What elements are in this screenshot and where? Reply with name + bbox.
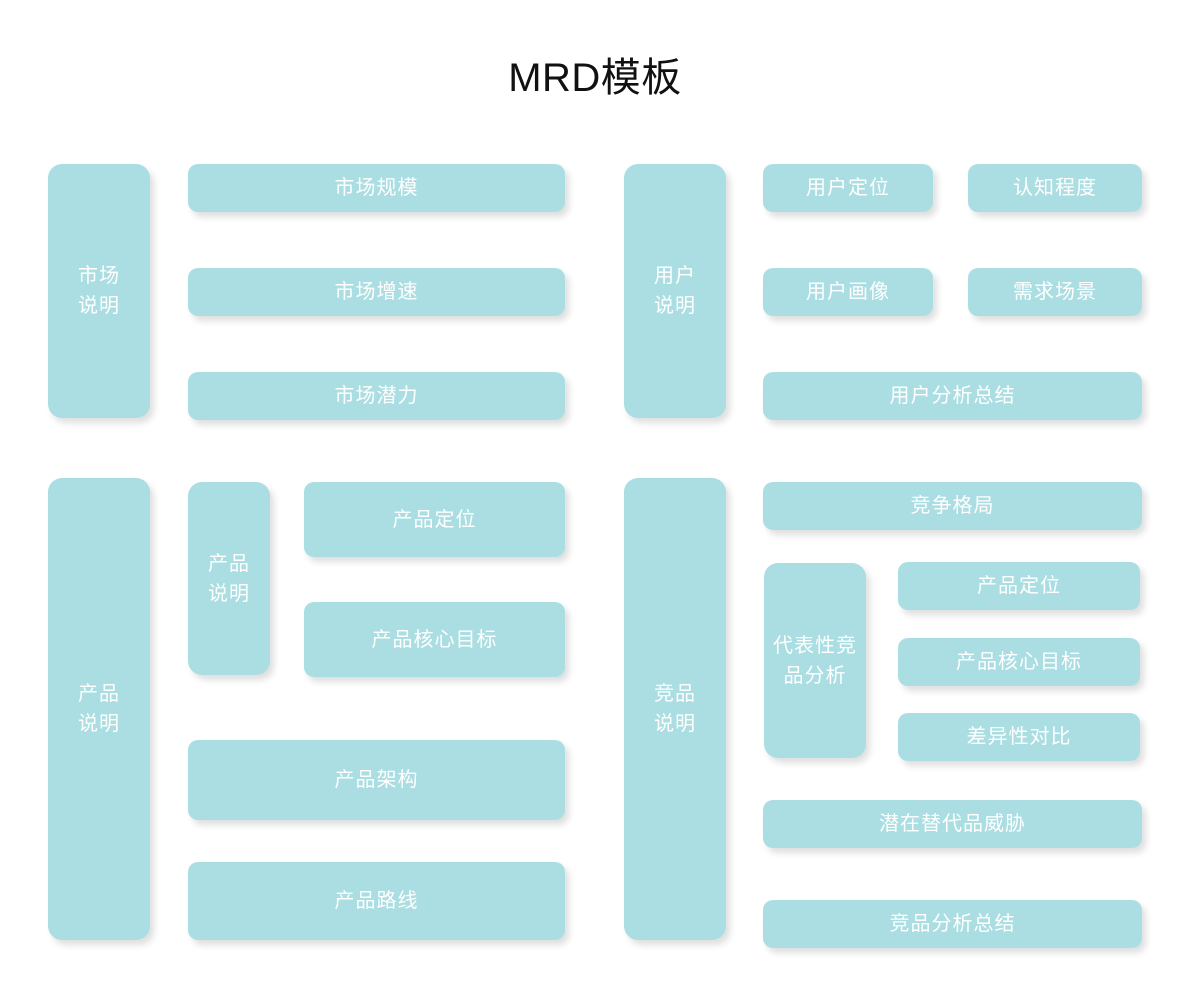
competitive-landscape[interactable]: 竞争格局 xyxy=(763,482,1142,530)
product-roadmap[interactable]: 产品路线 xyxy=(188,862,565,940)
section-label-product[interactable]: 产品 说明 xyxy=(48,478,150,940)
product-architecture[interactable]: 产品架构 xyxy=(188,740,565,820)
competitor-difference-comparison[interactable]: 差异性对比 xyxy=(898,713,1140,761)
user-positioning[interactable]: 用户定位 xyxy=(763,164,933,212)
competitor-analysis-summary[interactable]: 竞品分析总结 xyxy=(763,900,1142,948)
representative-competitor-group-label[interactable]: 代表性竞 品分析 xyxy=(764,563,866,758)
potential-substitute-threat[interactable]: 潜在替代品威胁 xyxy=(763,800,1142,848)
section-label-market[interactable]: 市场 说明 xyxy=(48,164,150,418)
product-description-group-label[interactable]: 产品 说明 xyxy=(188,482,270,675)
user-demand-scenario[interactable]: 需求场景 xyxy=(968,268,1142,316)
user-analysis-summary[interactable]: 用户分析总结 xyxy=(763,372,1142,420)
competitor-product-core-goal[interactable]: 产品核心目标 xyxy=(898,638,1140,686)
competitor-product-positioning[interactable]: 产品定位 xyxy=(898,562,1140,610)
page-title: MRD模板 xyxy=(508,56,682,100)
product-positioning[interactable]: 产品定位 xyxy=(304,482,565,557)
user-persona[interactable]: 用户画像 xyxy=(763,268,933,316)
market-size[interactable]: 市场规模 xyxy=(188,164,565,212)
user-awareness[interactable]: 认知程度 xyxy=(968,164,1142,212)
market-growth[interactable]: 市场增速 xyxy=(188,268,565,316)
product-core-goal[interactable]: 产品核心目标 xyxy=(304,602,565,677)
section-label-user[interactable]: 用户 说明 xyxy=(624,164,726,418)
market-potential[interactable]: 市场潜力 xyxy=(188,372,565,420)
section-label-competitor[interactable]: 竞品 说明 xyxy=(624,478,726,940)
